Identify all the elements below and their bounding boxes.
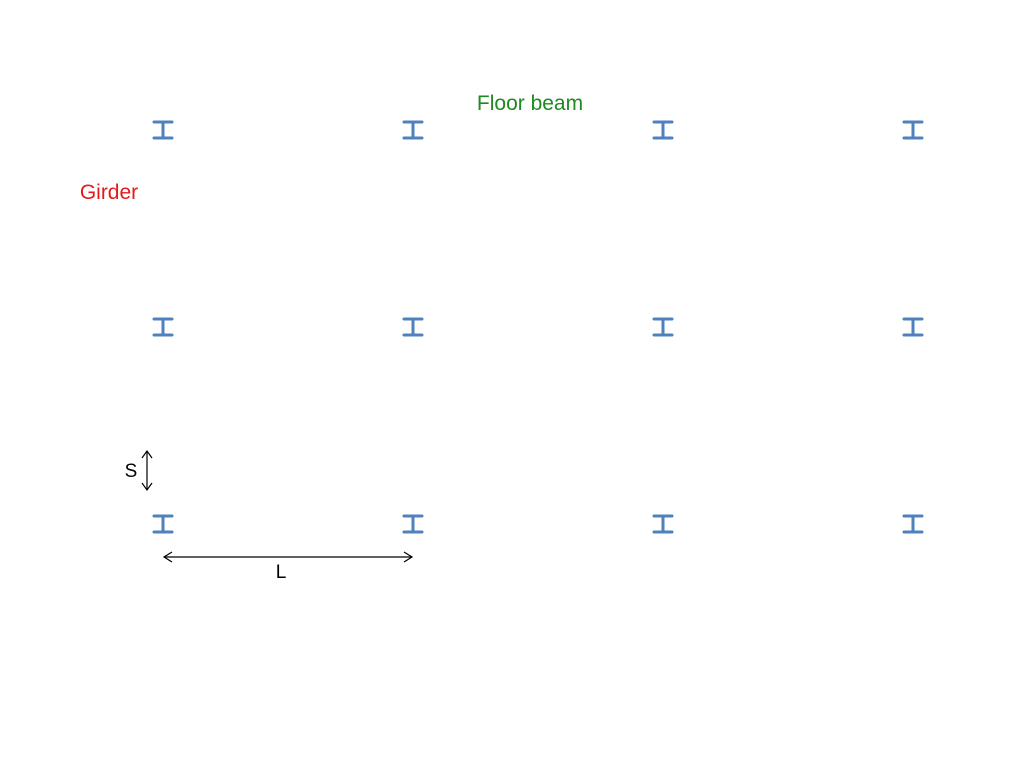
columns (152, 120, 924, 534)
column-r1-c3 (652, 120, 674, 140)
column-r2-c4 (902, 317, 924, 337)
column-r2-c2 (402, 317, 424, 337)
floor-beam-label: Floor beam (477, 92, 583, 115)
column-r3-c2 (402, 514, 424, 534)
length-arrowhead-left (162, 551, 173, 563)
column-r1-c1 (152, 120, 174, 140)
length-dimension: L (162, 551, 414, 583)
spacing-dimension: S (125, 449, 153, 492)
column-r1-c4 (902, 120, 924, 140)
column-r2-c3 (652, 317, 674, 337)
floor-beams (163, 131, 913, 530)
spacing-arrowhead-bottom (141, 482, 153, 492)
column-r3-c4 (902, 514, 924, 534)
column-r1-c2 (402, 120, 424, 140)
spacing-arrowhead-top (141, 449, 153, 459)
column-r3-c1 (152, 514, 174, 534)
column-r3-c3 (652, 514, 674, 534)
girder-label: Girder (80, 181, 138, 204)
length-label: L (276, 562, 287, 583)
column-r2-c1 (152, 317, 174, 337)
length-arrowhead-right (403, 551, 414, 563)
spacing-label: S (125, 461, 138, 482)
